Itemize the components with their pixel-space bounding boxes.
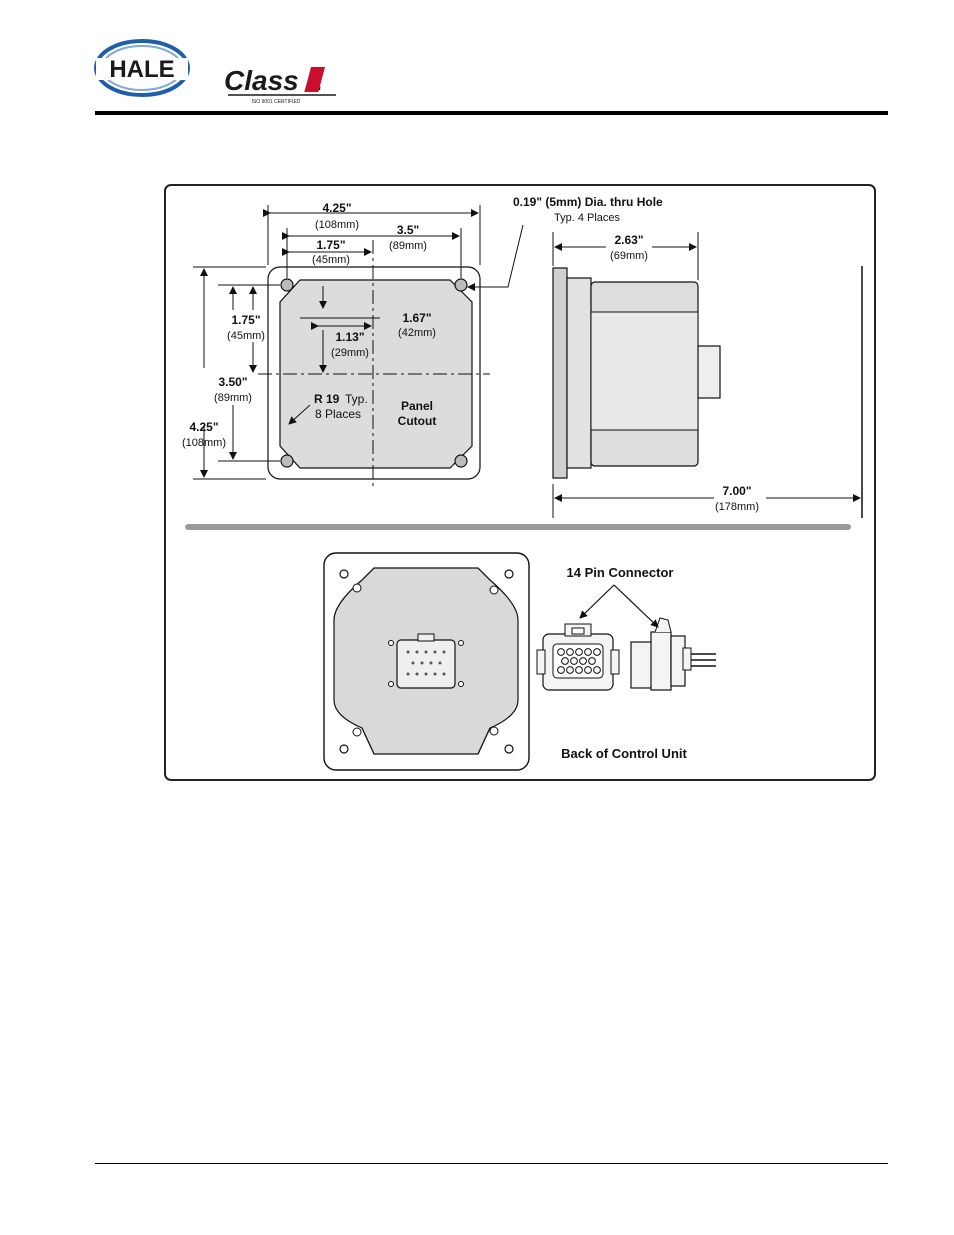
dim-overall-width-mm: (108mm) [315,219,359,231]
connector-detail [537,585,716,690]
side-view [553,232,862,518]
back-hole-br [505,745,513,753]
mounting-hole-tl [281,279,293,291]
mounting-hole-br [455,455,467,467]
dim-1-13: 1.13" [335,330,364,344]
dim-depth-2-63: 2.63" [614,233,643,247]
back-hole-tl [340,570,348,578]
back-inner-hole-tl [353,584,361,592]
hole-callout-sub: Typ. 4 Places [554,212,621,224]
section-divider [185,524,851,530]
panel-label-line1: Panel [401,399,433,413]
mounting-hole-bl [281,455,293,467]
back-inner-hole-tr [490,586,498,594]
side-connector-stub [698,346,720,398]
dim-depth-7-00-mm: (178mm) [715,501,759,513]
dim-1-67-mm: (42mm) [398,327,436,339]
dim-left-3-50-mm: (89mm) [214,392,252,404]
panel-label-line2: Cutout [398,414,437,428]
dim-depth-2-63-mm: (69mm) [610,250,648,262]
dim-left-4-25: 4.25" [189,420,218,434]
radius-places: 8 Places [315,407,361,421]
dim-half-width: 1.75" [316,238,345,252]
dim-left-3-50: 3.50" [218,375,247,389]
dim-overall-width: 4.25" [322,201,351,215]
back-view-label: Back of Control Unit [561,746,687,761]
radius-typ: Typ. [345,392,368,406]
side-bezel [553,268,567,478]
back-hole-bl [340,745,348,753]
dim-1-13-mm: (29mm) [331,347,369,359]
connector-side-body [631,642,653,688]
dim-hole-spacing: 3.5" [397,223,419,237]
connector-side-latch [651,632,671,690]
connector-label: 14 Pin Connector [567,565,674,580]
dim-left-4-25-mm: (108mm) [182,437,226,449]
radius-callout: R 19 [314,392,340,406]
back-inner-hole-br [490,727,498,735]
dim-half-width-mm: (45mm) [312,254,350,266]
dim-left-1-75-mm: (45mm) [227,330,265,342]
dim-left-1-75: 1.75" [231,313,260,327]
dim-hole-spacing-mm: (89mm) [389,240,427,252]
dim-1-67: 1.67" [402,311,431,325]
side-flange [567,278,591,468]
side-body-inner [591,312,698,430]
footer-rule [95,1163,888,1164]
dim-depth-7-00: 7.00" [722,484,751,498]
back-connector [397,640,455,688]
mounting-hole-tr [455,279,467,291]
hole-callout: 0.19" (5mm) Dia. thru Hole [513,195,663,209]
back-hole-tr [505,570,513,578]
back-view [324,553,529,770]
back-inner-hole-bl [353,728,361,736]
